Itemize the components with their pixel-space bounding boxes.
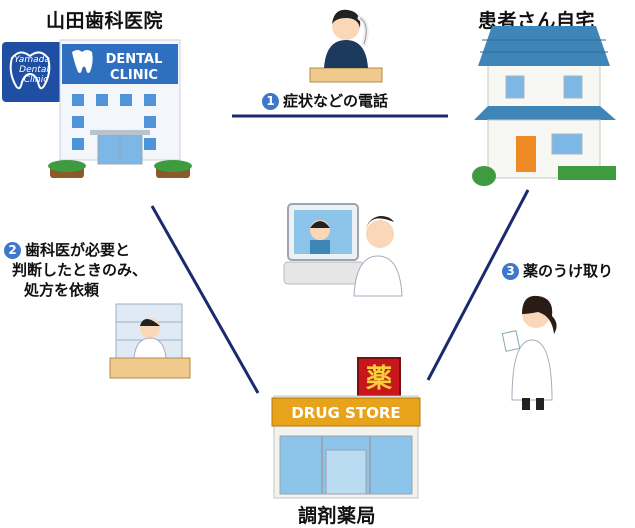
step-2-line2: 判断したときのみ、 xyxy=(12,261,148,279)
house-upper-wall xyxy=(487,63,601,111)
step-2-badge: 2 xyxy=(4,242,21,259)
pharmacist-woman xyxy=(501,295,557,410)
monitor-stand xyxy=(283,261,365,285)
store-sign xyxy=(271,397,421,427)
house-window-3 xyxy=(551,133,583,155)
receptionist-hair xyxy=(332,9,361,28)
pharmacist-woman-hair xyxy=(522,295,557,334)
clinic-windows xyxy=(72,94,156,150)
online-consultation xyxy=(283,203,403,297)
tooth-logo-icon xyxy=(9,51,51,90)
logo-text-1: Yamada xyxy=(14,55,50,65)
doctor-body xyxy=(353,255,403,297)
clinic-sign-text-2: CLINIC xyxy=(110,68,158,83)
reception-desk xyxy=(309,67,383,83)
store-sign-text: DRUG STORE xyxy=(291,404,400,422)
kanji-sign xyxy=(357,357,401,397)
step-2-line1: 歯科医が必要と xyxy=(25,241,131,259)
step-3-text: 薬のうけ取り xyxy=(523,262,614,280)
pharmacist-counter xyxy=(109,303,191,379)
clinic-building: Yamada Dental Clinic DENTAL CLINIC xyxy=(2,39,192,178)
house-window-2 xyxy=(563,75,583,99)
bush-icon xyxy=(472,166,496,186)
step-3-badge: 3 xyxy=(502,263,519,280)
pharmacy-title: 調剤薬局 xyxy=(298,505,377,527)
drug-store: 薬 DRUG STORE xyxy=(271,357,421,499)
medicine-bag-icon xyxy=(501,330,521,352)
tooth-sign-icon xyxy=(72,50,93,73)
house-door xyxy=(516,136,536,172)
house-roof-upper xyxy=(478,26,610,66)
hedge xyxy=(558,166,616,180)
pharmacist-coat xyxy=(511,339,553,401)
receptionist-body xyxy=(324,40,368,68)
clinic-title: 山田歯科医院 xyxy=(46,10,164,32)
step-2-line3: 処方を依頼 xyxy=(24,281,100,299)
kanji-sign-text: 薬 xyxy=(366,364,392,394)
logo-text-3: Clinic xyxy=(24,75,48,85)
patient-house xyxy=(472,26,616,186)
doctor-face xyxy=(366,220,394,248)
house-window-1 xyxy=(505,75,525,99)
line-clinic-pharmacy xyxy=(150,205,260,394)
step-1-badge: 1 xyxy=(262,93,279,110)
pharmacy-counter xyxy=(109,357,191,379)
store-door xyxy=(325,449,367,495)
house-roof-lower xyxy=(474,106,616,120)
logo-text-2: Dental xyxy=(19,65,49,75)
line-home-pharmacy xyxy=(426,189,530,381)
roof-lines xyxy=(480,39,608,53)
phone-receptionist xyxy=(309,9,383,83)
step-1-text: 症状などの電話 xyxy=(283,92,389,110)
clinic-sign-text-1: DENTAL xyxy=(106,52,163,67)
